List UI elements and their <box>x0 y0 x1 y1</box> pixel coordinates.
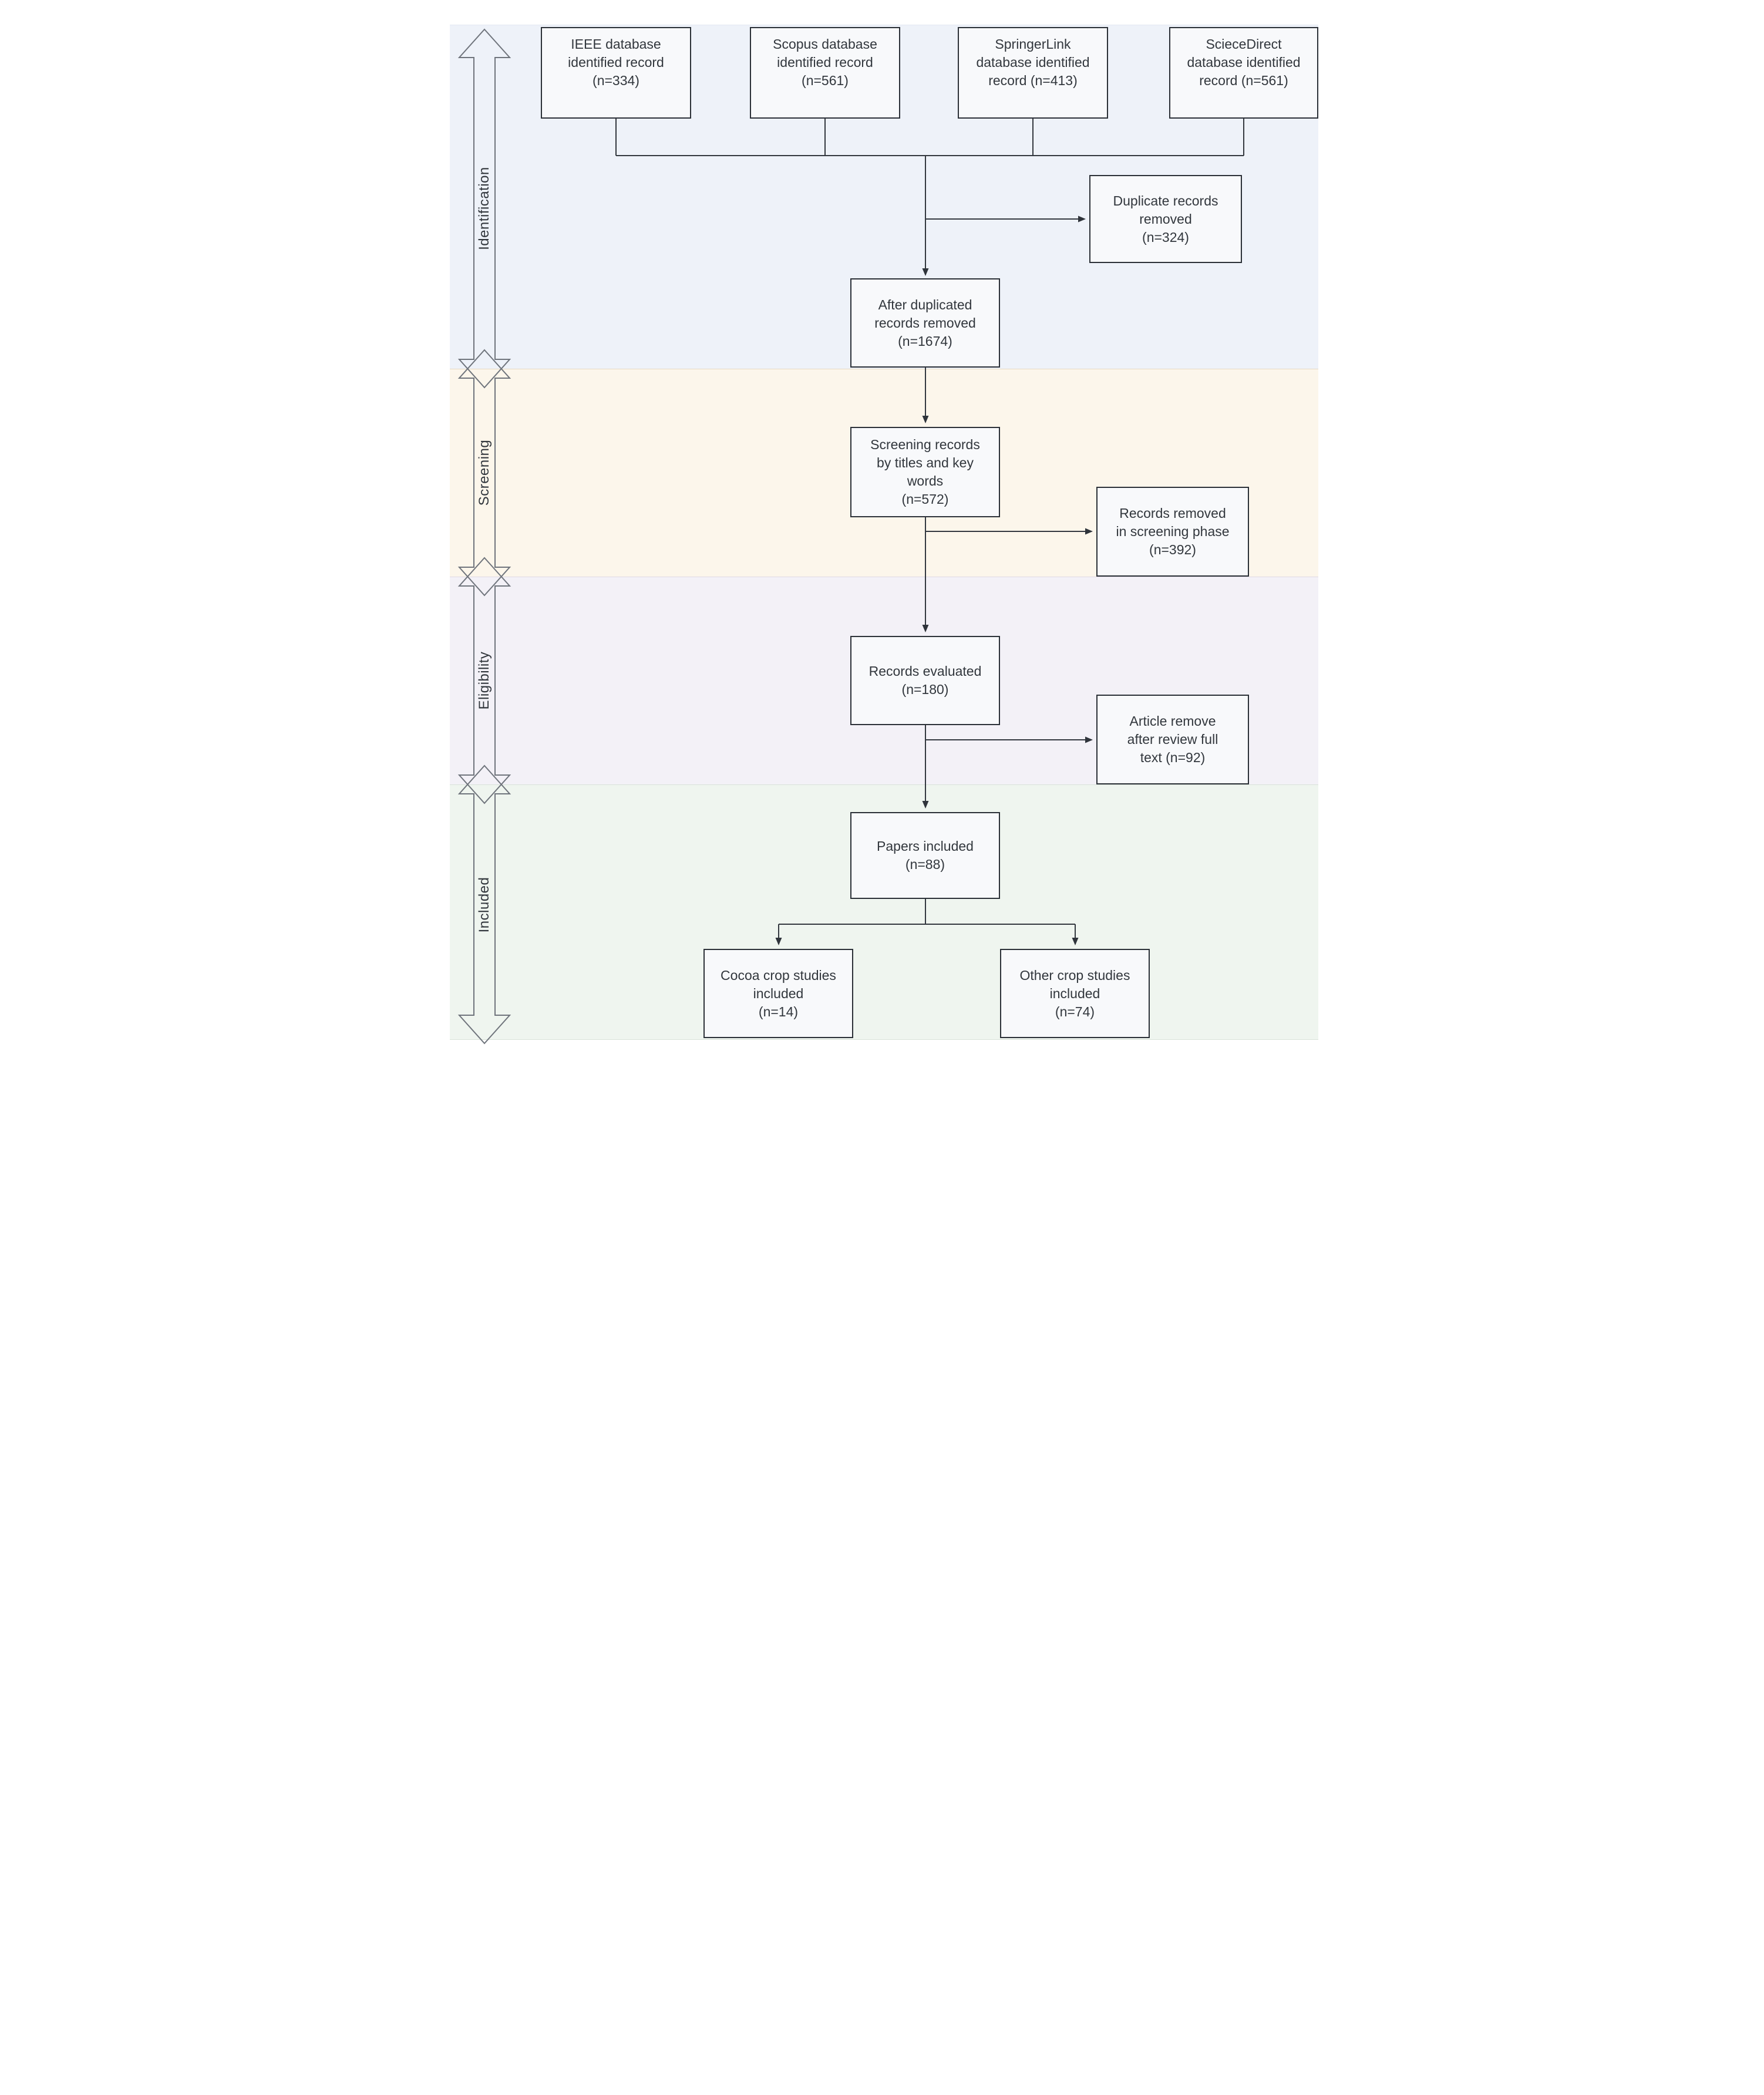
top-collector-lines <box>615 119 1244 156</box>
band-label-identification: Identification <box>476 167 492 250</box>
box-other-crop-studies-label: Other crop studies included (n=74) <box>1019 967 1130 1019</box>
box-article-removed-label: Article remove after review full text (n… <box>1127 713 1218 765</box>
prisma-flow-diagram: Identification Screening Eligibility Inc… <box>441 0 1323 1048</box>
box-records-removed-screening-label: Records removed in screening phase (n=39… <box>1116 506 1230 557</box>
included-double-arrow-icon <box>457 764 511 1045</box>
box-screening-records-label: Screening records by titles and key word… <box>870 437 980 507</box>
band-label-screening: Screening <box>476 439 492 506</box>
box-cocoa-crop-studies-label: Cocoa crop studies included (n=14) <box>721 967 836 1019</box>
box-screening-records: Screening records by titles and key word… <box>850 427 1000 517</box>
box-after-duplicates-removed: After duplicated records removed (n=1674… <box>850 278 1000 368</box>
band-label-included: Included <box>476 877 492 933</box>
box-records-removed-screening: Records removed in screening phase (n=39… <box>1096 487 1249 577</box>
box-sciecedirect-database: ScieceDirect database identified record … <box>1169 27 1318 119</box>
box-after-duplicates-removed-label: After duplicated records removed (n=1674… <box>874 297 976 349</box>
box-papers-included-label: Papers included (n=88) <box>877 838 974 872</box>
box-duplicates-removed-label: Duplicate records removed (n=324) <box>1113 193 1218 245</box>
screening-double-arrow-icon <box>457 349 511 597</box>
flow-connectors-svg <box>457 28 1244 1045</box>
box-papers-included: Papers included (n=88) <box>850 812 1000 899</box>
box-sciecedirect-database-label: ScieceDirect database identified record … <box>1187 36 1301 88</box>
box-scopus-database: Scopus database identified record (n=561… <box>750 27 900 119</box>
box-cocoa-crop-studies: Cocoa crop studies included (n=14) <box>703 949 853 1038</box>
box-springerlink-database: SpringerLink database identified record … <box>958 27 1108 119</box>
box-ieee-database-label: IEEE database identified record (n=334) <box>568 36 664 88</box>
identification-double-arrow-icon <box>457 28 511 389</box>
box-springerlink-database-label: SpringerLink database identified record … <box>976 36 1090 88</box>
box-records-evaluated-label: Records evaluated (n=180) <box>868 663 982 697</box>
box-other-crop-studies: Other crop studies included (n=74) <box>1000 949 1150 1038</box>
box-article-removed: Article remove after review full text (n… <box>1096 695 1249 784</box>
split-collector-lines <box>779 899 1075 925</box>
box-duplicates-removed: Duplicate records removed (n=324) <box>1089 175 1242 263</box>
band-label-eligibility: Eligibility <box>476 651 492 710</box>
box-records-evaluated: Records evaluated (n=180) <box>850 636 1000 725</box>
eligibility-double-arrow-icon <box>457 557 511 804</box>
box-ieee-database: IEEE database identified record (n=334) <box>541 27 691 119</box>
box-scopus-database-label: Scopus database identified record (n=561… <box>773 36 877 88</box>
